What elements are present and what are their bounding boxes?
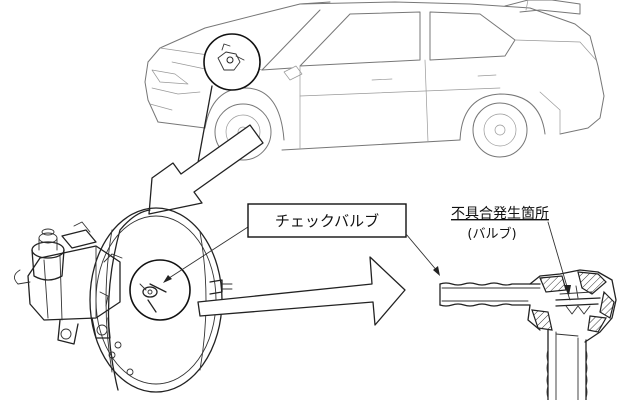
brake-booster-illustration xyxy=(14,207,233,393)
car-illustration xyxy=(144,0,605,161)
check-valve-cross-section xyxy=(439,269,617,400)
label-to-section-leader xyxy=(405,233,439,273)
arrow-right-icon xyxy=(197,256,406,326)
check-valve-label: チェックバルブ xyxy=(275,212,379,230)
leader-arrowhead-icon xyxy=(163,275,172,283)
defect-location-label-line1: 不具合発生箇所 xyxy=(451,205,549,222)
defect-arrowhead-icon xyxy=(564,285,571,295)
check-valve-leader xyxy=(165,226,249,281)
defect-location-label-line2: (バルブ) xyxy=(467,226,516,242)
booster-callout xyxy=(129,259,191,321)
arrow-down-left-icon xyxy=(148,124,264,215)
check-valve-label-box: チェックバルブ xyxy=(247,203,407,238)
section-arrowhead-icon xyxy=(433,266,440,276)
car-callout xyxy=(196,33,261,169)
defect-location-label: 不具合発生箇所 (バルブ) xyxy=(451,205,571,295)
